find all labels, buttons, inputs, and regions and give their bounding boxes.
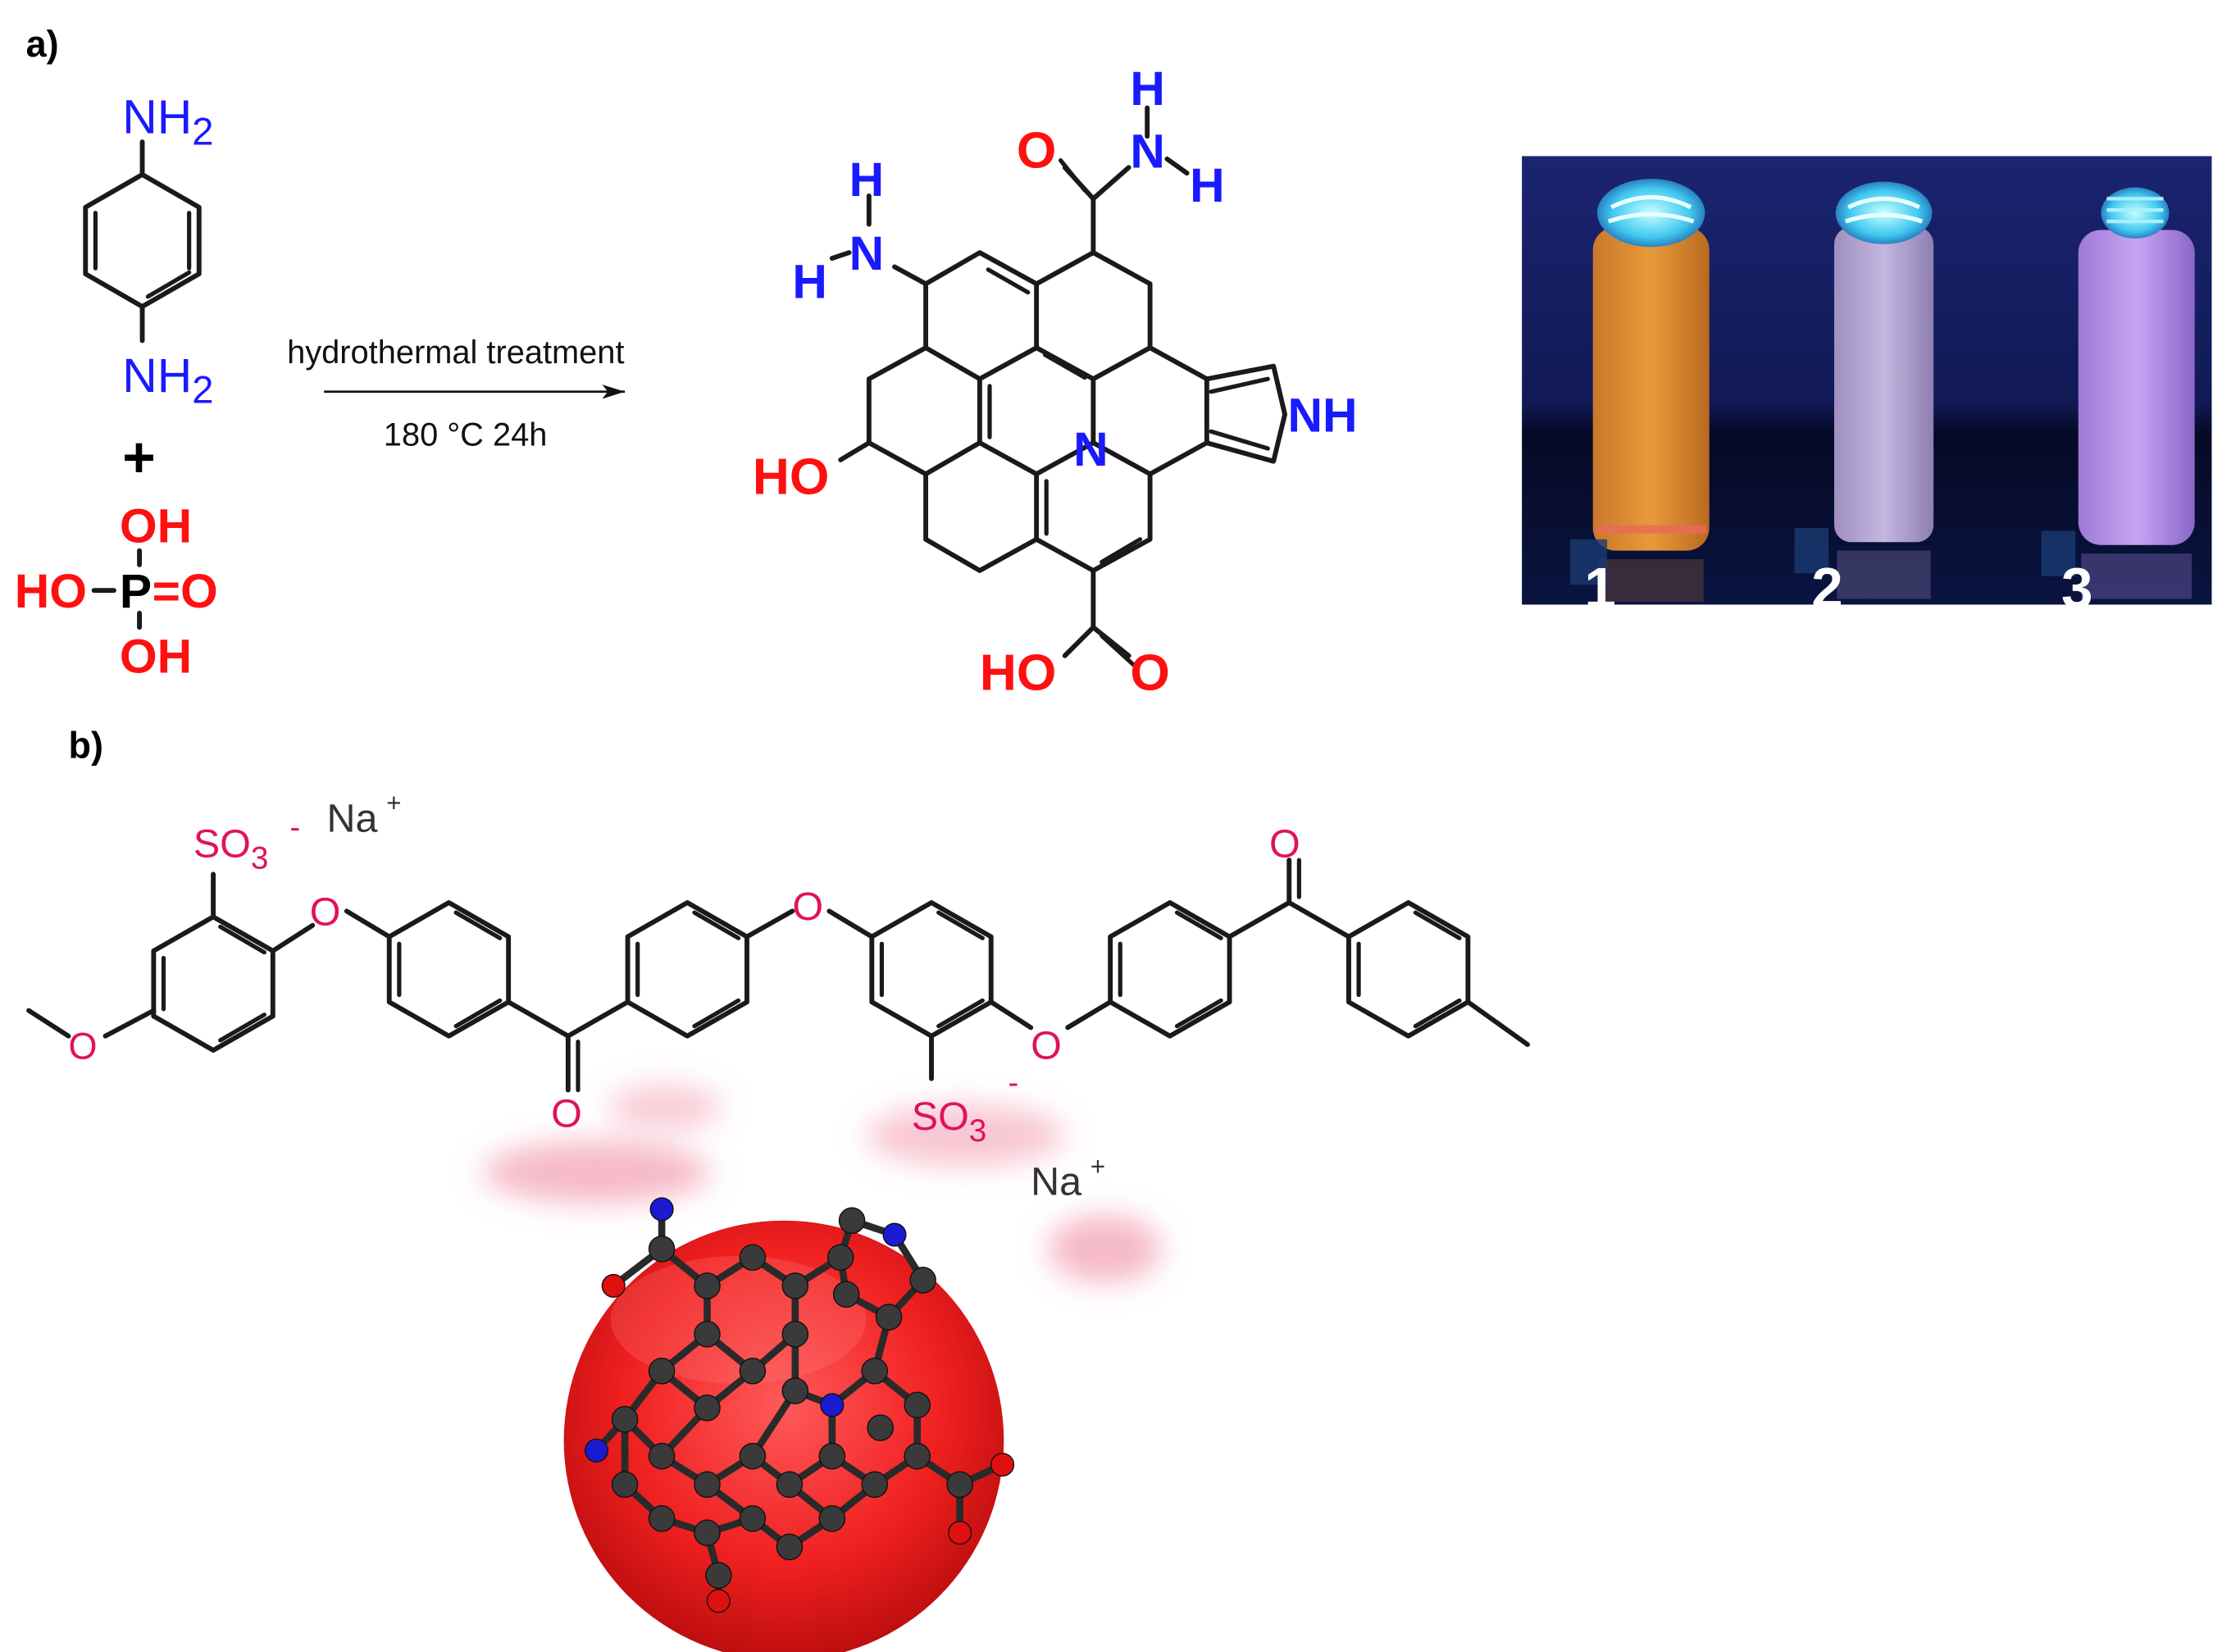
panel-a-label: a) [26,23,59,65]
carbon-atom [739,1244,767,1272]
o-ether-2: O [792,885,823,929]
interaction-glow [482,1084,1162,1283]
carbon-atom [648,1505,676,1532]
so3-bottom: SO3 [912,1095,987,1149]
carbon-atom [648,1236,676,1263]
carbon-atom [776,1471,804,1499]
nitrogen-atom [649,1197,674,1222]
nitrogen-atom [820,1393,845,1418]
carbon-atom [776,1533,804,1561]
plus-sign: + [122,426,155,489]
carbon-atom [838,1207,866,1235]
carbon-atom [875,1304,903,1331]
carbon-atom [694,1272,721,1299]
reactant-phenylenediamine: NH2 NH2 [83,91,213,412]
vial-1 [1592,179,1710,602]
carbon-atom [611,1471,639,1499]
product-center-n: N [1073,423,1109,476]
amine-top-label: NH2 [122,91,213,153]
carbon-atom [705,1562,732,1589]
product-amide-h-right: H [1190,159,1224,212]
carbon-atom [694,1471,721,1499]
carbon-atom [904,1391,931,1419]
so3-top-charge: - [290,810,301,844]
nitrogen-atom [882,1222,907,1247]
vial-label-2: 2 [1811,556,1843,620]
phosphoric-oh-bottom: OH [120,630,192,684]
product-pyrrole-n: NH [1288,389,1358,442]
carbon-atom [694,1394,721,1422]
carbon-atom [904,1442,931,1470]
carbon-atom [781,1320,809,1348]
o-ketone-1: O [551,1091,582,1135]
so3-top: SO3 [194,822,269,876]
amine-bottom-label: NH2 [122,349,213,412]
product-amide-o: O [1017,122,1056,179]
carbon-atom [946,1471,973,1499]
vial-2 [1833,181,1934,599]
carbon-atom [826,1244,854,1272]
o-ether-3: O [1031,1023,1062,1067]
phosphoric-oh-top: OH [120,499,192,553]
o-methoxy: O [69,1025,98,1067]
ball-and-stick-model [584,1197,1015,1613]
nitrogen-atom [584,1438,609,1463]
na-top-charge: + [386,789,401,817]
reaction-arrow: hydrothermal treatment 180 °C 24h [287,334,626,453]
oxygen-atom [601,1273,626,1298]
carbon-atom [694,1519,721,1546]
product-amide-h-top: H [1130,62,1164,116]
vial-3 [2078,187,2195,599]
oxygen-atom [990,1452,1015,1477]
product-hydroxyl: HO [753,448,829,505]
carbon-atom [818,1442,846,1470]
carbon-atom [648,1357,676,1385]
carbon-atom [781,1377,809,1404]
carbon-atom [781,1272,809,1299]
oxygen-atom [706,1589,731,1613]
phosphoric-ho-left: HO [15,565,87,618]
carbon-atom [867,1414,894,1441]
carbon-atom [818,1505,846,1532]
carbon-atom [739,1442,767,1470]
speek-polymer: O SO3 - Na + O O O [26,789,1531,1204]
carbon-atom [739,1505,767,1532]
carbon-atom [739,1357,767,1385]
oxygen-atom [948,1521,972,1545]
panel-b-label: b) [69,724,103,766]
carbon-atom [909,1267,936,1294]
arrow-condition-below: 180 °C 24h [384,417,548,453]
so3-bottom-charge: - [1008,1066,1018,1100]
carbon-atom [648,1442,676,1470]
product-structure: H H N O N H H HO N NH HO O [753,62,1358,701]
carbon-atom [694,1320,721,1348]
product-amine-h-left: H [792,256,827,309]
o-ether-1: O [310,890,341,935]
na-top: Na [327,796,378,840]
o-ketone-2: O [1269,822,1300,867]
product-amine-h-top: H [849,153,885,207]
product-carboxyl-o: O [1130,644,1169,701]
carbon-atom [861,1357,889,1385]
carbon-atom [861,1471,889,1499]
na-bottom-charge: + [1091,1152,1105,1181]
carbon-atom [832,1281,860,1308]
vial-label-3: 3 [2061,556,2093,620]
reactant-phosphoric-acid: OH HO P =O OH [15,499,218,683]
product-amine-n: N [849,227,885,280]
phosphorus-atom: P [120,565,152,618]
product-amide-n: N [1130,125,1164,178]
vial-label-1: 1 [1584,556,1616,620]
product-carboxyl-ho: HO [980,644,1056,701]
carbon-atom [611,1405,639,1433]
phosphoric-eq-o: =O [153,565,218,618]
arrow-condition-above: hydrothermal treatment [287,334,624,371]
na-bottom: Na [1031,1160,1081,1204]
vial-photo: 1 2 3 [1522,156,2212,620]
